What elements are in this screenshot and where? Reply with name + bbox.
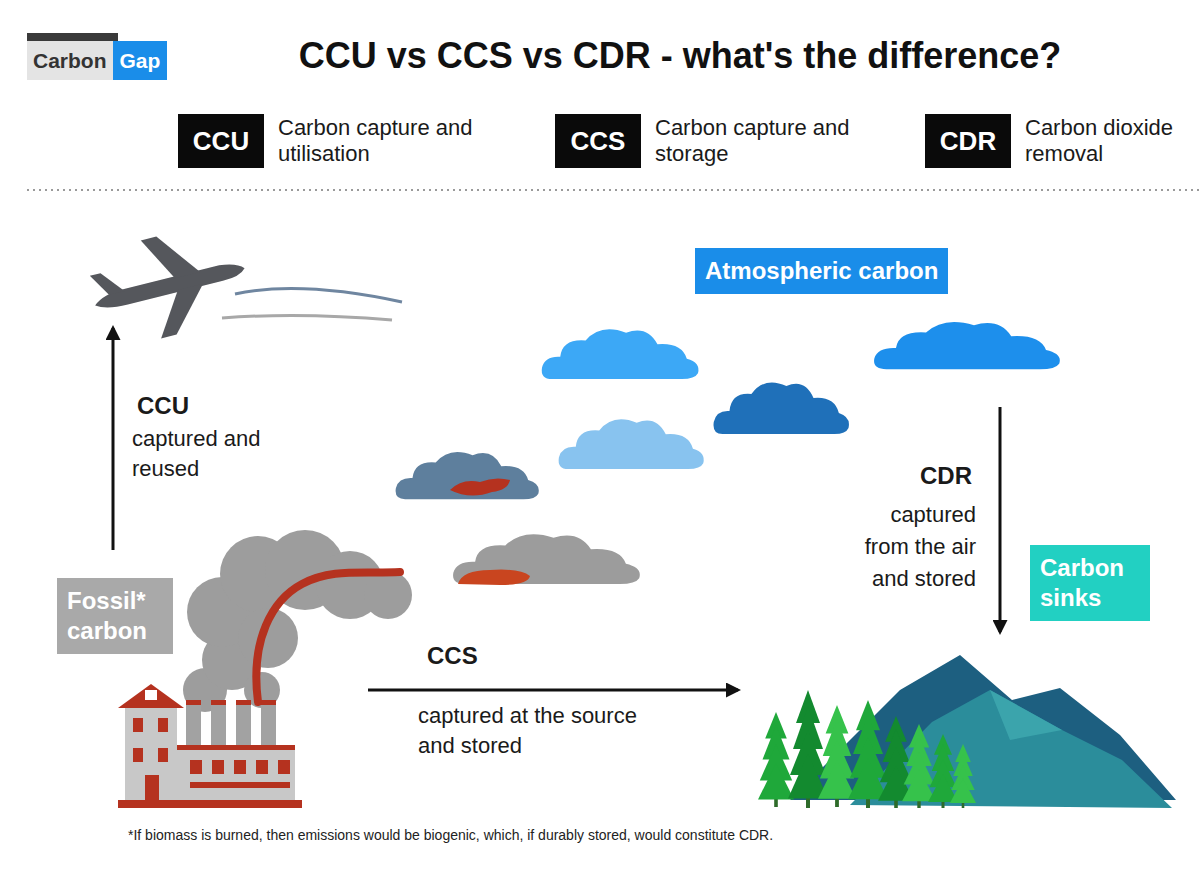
cloud	[453, 534, 640, 584]
emission-streak	[256, 572, 400, 702]
separator	[27, 189, 1200, 191]
term-entry: CCS Carbon capture and storage	[555, 114, 885, 168]
category-box: Carbon sinks	[1030, 545, 1150, 621]
arrow-description: captured at the source and stored	[418, 701, 673, 761]
term-heading: CDR	[820, 461, 972, 491]
term-entry: CCU Carbon capture and utilisation	[178, 114, 508, 168]
logo-block: Gap	[113, 41, 168, 80]
logo-text: Gap	[120, 49, 161, 73]
contrail	[235, 289, 402, 302]
term-definition: Carbon dioxide removal	[1025, 115, 1195, 167]
smoke	[183, 530, 412, 712]
category-label: Carbon sinks	[1040, 553, 1140, 613]
logo-bar	[27, 33, 118, 41]
emission-streak	[450, 478, 510, 495]
cloud	[874, 322, 1060, 369]
title: CCU vs CCS vs CDR - what's the differenc…	[230, 34, 1130, 78]
abbreviation-badge: CDR	[925, 114, 1011, 168]
cloud	[542, 329, 699, 379]
abbreviation-badge: CCU	[178, 114, 264, 168]
logo-block: Carbon	[27, 41, 113, 80]
term-heading: CCS	[427, 641, 478, 671]
logo-text: Carbon	[33, 49, 107, 73]
term-heading: CCU	[137, 391, 189, 421]
category-box: Fossil* carbon	[57, 578, 173, 654]
footnote: *If biomass is burned, then emissions wo…	[128, 826, 1188, 844]
category-box: Atmospheric carbon	[695, 248, 948, 294]
cdr-arrow	[999, 407, 1002, 632]
contrail	[222, 315, 392, 320]
category-label: Fossil* carbon	[67, 586, 163, 646]
arrow-description: captured from the air and stored	[842, 499, 976, 595]
emission-streak	[458, 570, 530, 585]
mountain	[790, 655, 1176, 808]
term-entry: CDR Carbon dioxide removal	[925, 114, 1195, 168]
airplane	[83, 218, 257, 352]
cloud	[559, 419, 704, 469]
ccs-arrow	[368, 689, 738, 692]
term-definition: Carbon capture and storage	[655, 115, 885, 167]
ccu-arrow	[112, 328, 115, 550]
arrow-description: captured and reused	[132, 424, 282, 484]
forest	[758, 690, 976, 808]
cloud	[396, 452, 539, 499]
cloud	[714, 382, 849, 434]
category-label: Atmospheric carbon	[705, 256, 938, 286]
factory	[118, 684, 302, 808]
term-definition: Carbon capture and utilisation	[278, 115, 508, 167]
abbreviation-badge: CCS	[555, 114, 641, 168]
